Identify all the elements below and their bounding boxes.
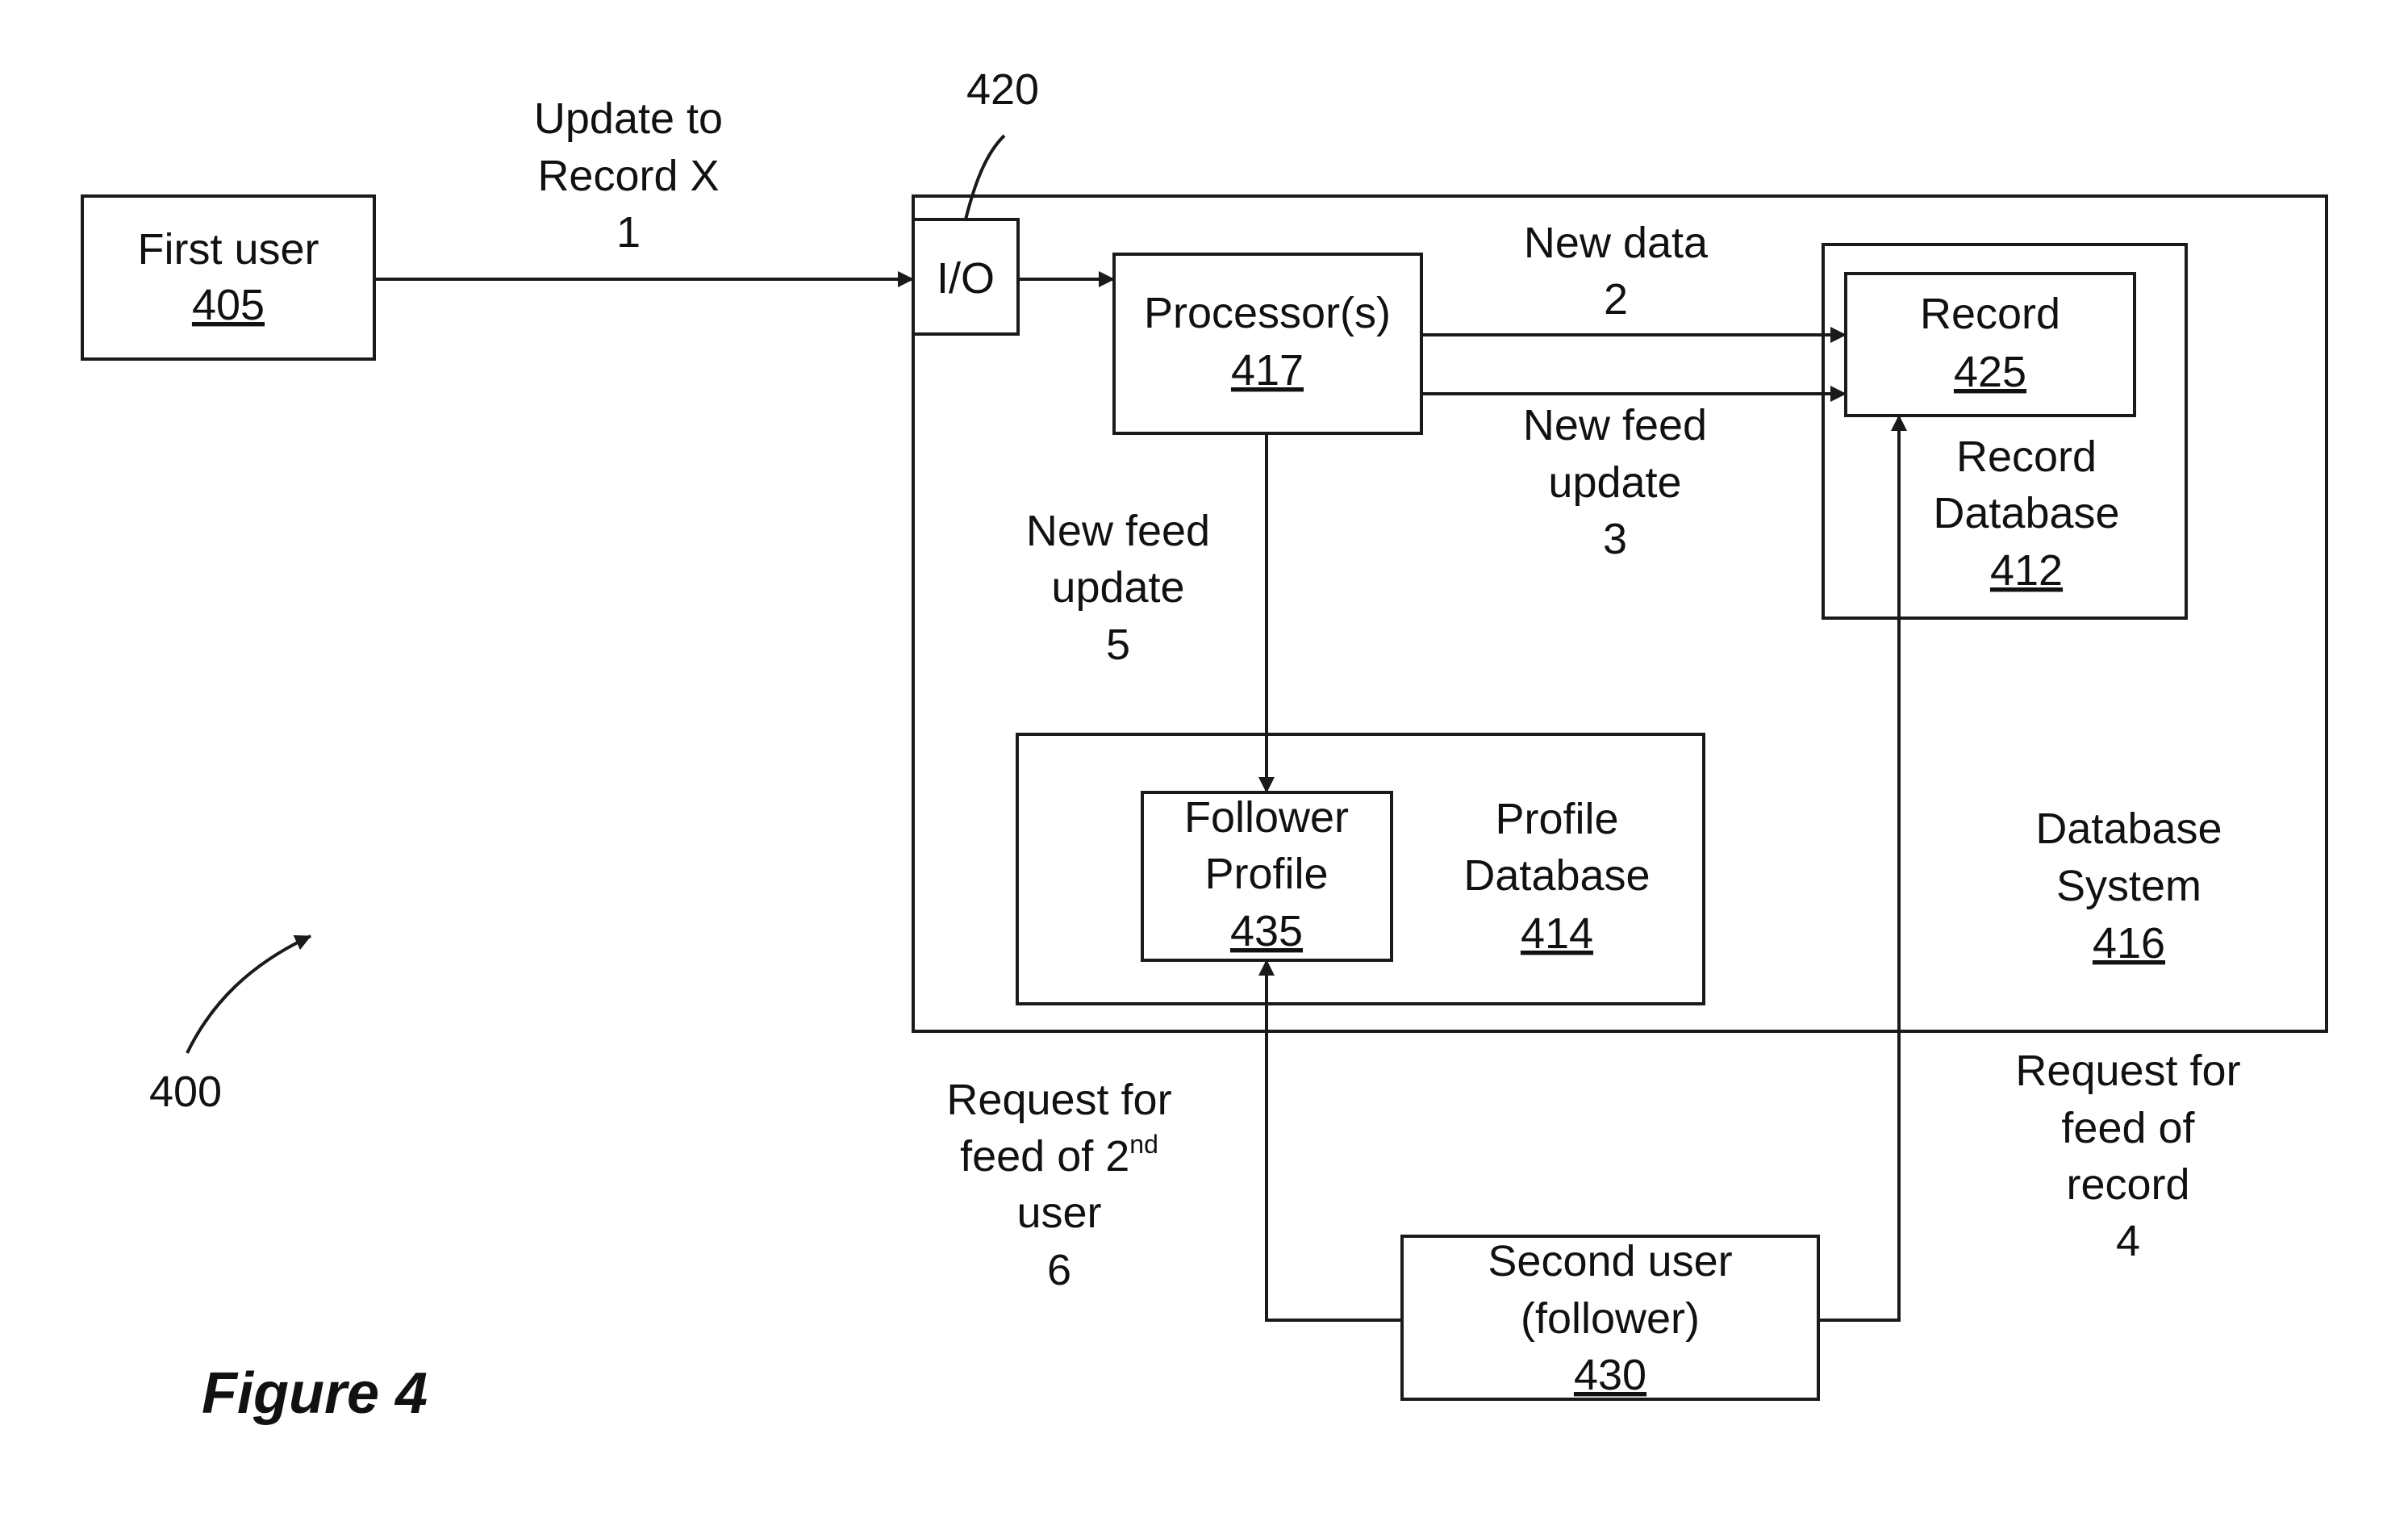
- figure-reference-number: 400: [149, 1068, 222, 1116]
- edge-6-label-line2-superscript: nd: [1129, 1130, 1158, 1159]
- io-leader-line: [966, 136, 1004, 219]
- record-number: 425: [1954, 348, 2026, 396]
- edge-6-step: 6: [1047, 1246, 1071, 1294]
- database-system-number: 416: [2093, 919, 2165, 968]
- edge-4-label-line2: feed of: [2061, 1104, 2195, 1152]
- io-label: I/O: [937, 254, 995, 303]
- edge-5-label-line2: update: [1051, 563, 1184, 612]
- first-user-number: 405: [192, 281, 265, 329]
- follower-profile-label-line2: Profile: [1204, 850, 1328, 898]
- edge-3-step: 3: [1603, 515, 1627, 563]
- edge-4-step: 4: [2116, 1217, 2140, 1265]
- edge-3-label-line1: New feed: [1523, 401, 1707, 449]
- edge-5-step: 5: [1106, 621, 1130, 669]
- edge-4-label-line3: record: [2066, 1160, 2189, 1209]
- figure-caption: Figure 4: [202, 1361, 428, 1426]
- edge-6-label-line2: feed of 2nd: [960, 1130, 1158, 1181]
- profile-database-label-line1: Profile: [1495, 795, 1618, 843]
- follower-profile-label-line1: Follower: [1184, 793, 1349, 842]
- record-database-label-line1: Record: [1956, 433, 2097, 481]
- edge-2-step: 2: [1604, 275, 1628, 324]
- edge-4-label-line1: Request for: [2015, 1047, 2240, 1095]
- edge-1-label-line1: Update to: [534, 94, 723, 143]
- second-user-number: 430: [1574, 1351, 1646, 1399]
- processor-box: [1114, 254, 1421, 433]
- arrow-request-feed-of-2nd-user: [1267, 960, 1402, 1320]
- edge-5-label-line1: New feed: [1026, 507, 1210, 555]
- processor-number: 417: [1231, 346, 1304, 395]
- record-label: Record: [1920, 290, 2060, 338]
- record-database-number: 412: [1990, 546, 2063, 595]
- second-user-label-line1: Second user: [1488, 1237, 1732, 1285]
- first-user-box: [82, 196, 374, 359]
- edge-6-label-line3: user: [1016, 1189, 1101, 1237]
- profile-database-label-line2: Database: [1463, 851, 1650, 900]
- io-reference-number: 420: [966, 65, 1039, 114]
- edge-6-label-line2-main: feed of 2: [960, 1132, 1129, 1181]
- processor-label: Processor(s): [1144, 289, 1391, 337]
- follower-profile-number: 435: [1230, 907, 1303, 955]
- edge-2-label-line1: New data: [1524, 219, 1709, 267]
- edge-6-label-line1: Request for: [946, 1076, 1171, 1124]
- database-system-label-line1: Database: [2035, 805, 2222, 853]
- edge-1-label-line2: Record X: [537, 152, 719, 200]
- edge-3-label-line2: update: [1548, 458, 1681, 507]
- profile-database-number: 414: [1521, 909, 1593, 958]
- database-system-label-line2: System: [2056, 862, 2201, 910]
- figure-ref-arrow: [187, 936, 311, 1053]
- record-database-label-line2: Database: [1933, 489, 2119, 537]
- first-user-label: First user: [137, 225, 319, 274]
- edge-1-step: 1: [616, 208, 641, 257]
- second-user-label-line2: (follower): [1521, 1294, 1700, 1343]
